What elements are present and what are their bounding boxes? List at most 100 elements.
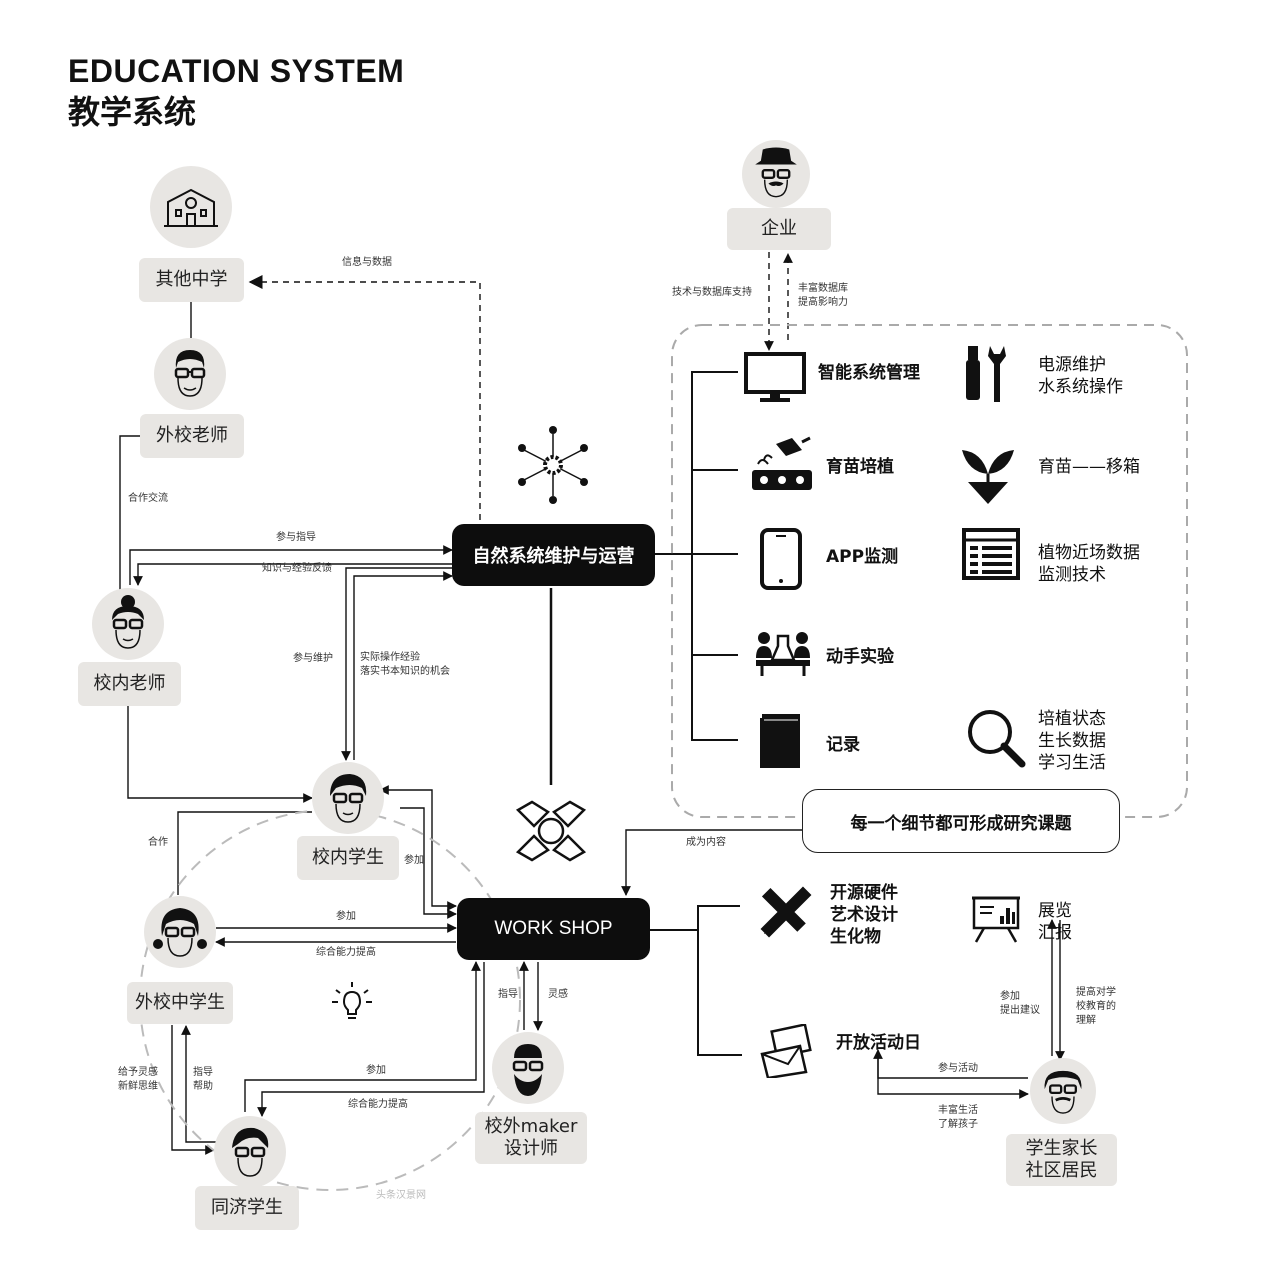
edge-join-suggest-line1: 参加 [1000, 991, 1020, 1002]
edge-participate-guide: 参与指导 [276, 532, 316, 543]
title-chinese: 教学系统 [68, 93, 197, 131]
watering-icon [752, 436, 812, 490]
presentation-icon [972, 896, 1020, 943]
building-avatar [150, 166, 232, 248]
func-plant-data: 植物近场数据 监测技术 [1038, 542, 1140, 586]
func-exhibit-line2: 汇报 [1038, 923, 1072, 944]
func-openday: 开放活动日 [836, 1033, 921, 1053]
inside-teacher-avatar [92, 588, 164, 660]
func-power-line1: 电源维护 [1038, 355, 1106, 375]
edge-participate-maintain: 参与维护 [293, 653, 333, 664]
face-icon [755, 147, 797, 198]
edge-improve-line1: 提高对学 [1076, 987, 1116, 998]
func-status-line1: 培植状态 [1038, 709, 1106, 729]
watermark: 头条汉景网 [376, 1190, 426, 1201]
maker-label-line1: 校外maker [484, 1116, 578, 1138]
face-icon [512, 1044, 544, 1096]
func-plant-data-line1: 植物近场数据 [1038, 543, 1140, 563]
edge-join-tongji: 参加 [366, 1065, 386, 1076]
func-app: APP监测 [826, 547, 899, 567]
outside-student-avatar [144, 896, 216, 968]
maker-label: 校外maker 设计师 [475, 1112, 587, 1164]
func-power-line2: 水系统操作 [1038, 377, 1123, 398]
face-icon [112, 595, 144, 649]
edge-improve-line2: 校教育的 [1076, 1001, 1116, 1012]
title-english: EDUCATION SYSTEM [68, 53, 405, 89]
experiment-icon [756, 632, 810, 676]
outside-teacher-avatar [154, 338, 226, 410]
tongji-student-avatar [214, 1116, 286, 1188]
envelope-icon [760, 1024, 812, 1078]
edge-tech-support: 技术与数据库支持 [672, 287, 752, 298]
func-exhibit-line1: 展览 [1038, 901, 1072, 921]
parents-avatar [1030, 1058, 1096, 1124]
edge-practice-line2: 落实书本知识的机会 [360, 666, 450, 677]
face-icon [232, 1127, 269, 1177]
edge-guide: 指导 [498, 989, 518, 1000]
tongji-student-label: 同济学生 [195, 1186, 299, 1230]
edge-guide-help-line1: 指导 [193, 1067, 213, 1078]
edge-ability-tongji: 综合能力提高 [348, 1099, 408, 1110]
research-box: 每一个细节都可形成研究课题 [802, 789, 1120, 853]
edge-inspire: 给予灵感 新鲜思维 [118, 1066, 158, 1094]
parents-label-line2: 社区居民 [1025, 1160, 1098, 1181]
edge-inspire-line1: 给予灵感 [118, 1067, 158, 1078]
func-exhibit: 展览 汇报 [1038, 900, 1072, 944]
edge-improve-line3: 理解 [1076, 1015, 1096, 1026]
maker-avatar [492, 1032, 564, 1104]
func-hardware-line3: 生化物 [830, 927, 881, 948]
table-icon [962, 528, 1020, 580]
func-plant-data-line2: 监测技术 [1038, 565, 1106, 586]
book-icon [760, 714, 800, 768]
func-status-line3: 学习生活 [1038, 753, 1106, 774]
pencil-ruler-icon [760, 886, 812, 938]
edge-join-inside: 参加 [404, 855, 424, 866]
monitor-icon [744, 352, 806, 402]
parents-label-line1: 学生家长 [1025, 1138, 1098, 1160]
edge-enrich-life: 丰富生活 了解孩子 [938, 1104, 978, 1132]
face-icon [174, 350, 206, 397]
edge-improve: 提高对学 校教育的 理解 [1076, 986, 1116, 1028]
edge-enrich-life-line2: 了解孩子 [938, 1119, 978, 1130]
edge-cooperate: 合作 [148, 837, 168, 848]
edge-practice: 实际操作经验 落实书本知识的机会 [360, 651, 450, 679]
inside-student-label: 校内学生 [297, 836, 399, 880]
building-icon [164, 188, 218, 227]
other-school-label: 其他中学 [139, 258, 244, 302]
sprout-icon [962, 450, 1014, 504]
lightbulb-icon [332, 982, 372, 1019]
edge-enrich: 丰富数据库 提高影响力 [798, 282, 848, 310]
parents-label: 学生家长 社区居民 [1006, 1134, 1117, 1186]
edge-ability-outside: 综合能力提高 [316, 947, 376, 958]
edge-join-suggest: 参加 提出建议 [1000, 990, 1040, 1018]
enterprise-avatar [742, 140, 810, 208]
edge-join-activity: 参与活动 [938, 1063, 978, 1074]
edge-practice-line1: 实际操作经验 [360, 652, 420, 663]
edge-inspire-line2: 新鲜思维 [118, 1081, 158, 1092]
inside-teacher-label: 校内老师 [78, 662, 181, 706]
edge-become-content: 成为内容 [686, 837, 726, 848]
workshop-box: WORK SHOP [457, 898, 650, 960]
func-transplant: 育苗——移箱 [1038, 457, 1140, 477]
outside-student-label: 外校中学生 [127, 982, 233, 1024]
edge-enrich-line1: 丰富数据库 [798, 283, 848, 294]
func-record: 记录 [826, 735, 860, 755]
outside-teacher-label: 外校老师 [140, 414, 244, 458]
edge-inspiration: 灵感 [548, 989, 568, 1000]
edge-enrich-line2: 提高影响力 [798, 297, 848, 308]
edge-knowledge-feedback: 知识与经验反馈 [262, 563, 332, 574]
func-status: 培植状态 生长数据 学习生活 [1038, 708, 1106, 774]
nature-system-box: 自然系统维护与运营 [452, 524, 655, 586]
network-icon [518, 426, 588, 504]
tools-icon [966, 346, 1006, 402]
inside-student-avatar [312, 762, 384, 834]
func-experiment: 动手实验 [826, 647, 894, 667]
face-icon [1044, 1070, 1082, 1114]
edge-cooperation-exchange: 合作交流 [128, 493, 168, 504]
maker-label-line2: 设计师 [504, 1138, 558, 1159]
func-smart-mgmt: 智能系统管理 [818, 363, 920, 383]
edge-guide-help: 指导 帮助 [193, 1066, 213, 1094]
phone-icon [760, 528, 802, 590]
edge-enrich-life-line1: 丰富生活 [938, 1105, 978, 1116]
